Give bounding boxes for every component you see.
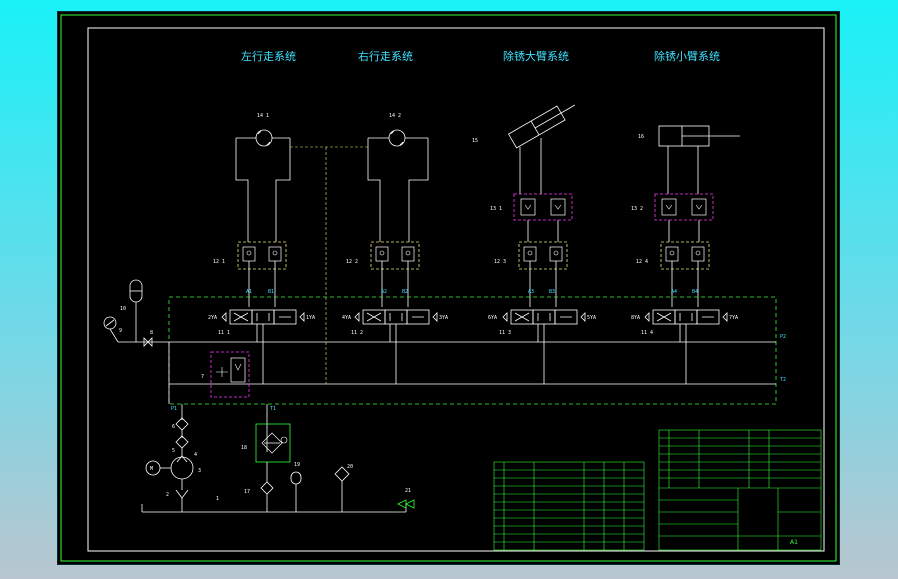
- air-filter-20: [334, 466, 350, 512]
- accumulator-10: [129, 279, 143, 342]
- label-1YA: 1YA: [306, 315, 315, 321]
- pump-4-motor: [145, 455, 194, 512]
- drawing-sheet: 左行走系统 右行走系统 除锈大臂系统 除锈小臂系统 14 1 14 2 15 1…: [58, 12, 839, 564]
- directional-valve-11-4: [644, 309, 728, 384]
- label-7YA: 7YA: [729, 315, 738, 321]
- label-19: 19: [294, 462, 300, 468]
- balance-valve-13-1: [513, 193, 573, 242]
- travel-motor-left: [235, 129, 291, 242]
- label-17: 17: [244, 489, 250, 495]
- hydraulic-schematic: 左行走系统 右行走系统 除锈大臂系统 除锈小臂系统 14 1 14 2 15 1…: [60, 14, 837, 562]
- label-16: 16: [638, 134, 644, 140]
- valve-manifold: [168, 296, 777, 405]
- label-11-1: 11 1: [218, 330, 230, 336]
- label-5: 5: [172, 448, 175, 454]
- return-filter-17: [260, 462, 274, 512]
- title-right-travel: 右行走系统: [358, 49, 413, 63]
- label-P1: P1: [171, 406, 177, 412]
- main-lines: [118, 341, 776, 452]
- label-11-4: 11 4: [641, 330, 653, 336]
- port-B1: B1: [268, 289, 274, 295]
- pressure-gauge-9: [103, 316, 119, 343]
- directional-valve-11-3: [502, 309, 586, 384]
- title-big-arm: 除锈大臂系统: [503, 49, 569, 63]
- check-valve-12-4: [660, 241, 710, 307]
- drain-valve-21: [397, 499, 415, 509]
- cooler-18: [255, 423, 291, 463]
- title-left-travel: 左行走系统: [241, 50, 296, 63]
- travel-motor-right: [367, 129, 429, 242]
- label-12-4: 12 4: [636, 259, 648, 265]
- label-11-3: 11 3: [499, 330, 511, 336]
- label-13-2: 13 2: [631, 206, 643, 212]
- label-8YA: 8YA: [631, 315, 640, 321]
- label-5YA: 5YA: [587, 315, 596, 321]
- label-M: M: [150, 466, 153, 472]
- label-15: 15: [472, 138, 478, 144]
- port-A4: A4: [671, 289, 677, 295]
- port-A3: A3: [528, 289, 534, 295]
- port-A1: A1: [246, 289, 252, 295]
- label-12-3: 12 3: [494, 259, 506, 265]
- label-6YA: 6YA: [488, 315, 497, 321]
- label-2: 2: [166, 492, 169, 498]
- label-11-2: 11 2: [351, 330, 363, 336]
- port-B3: B3: [549, 289, 555, 295]
- check-valve-12-1: [237, 241, 287, 307]
- directional-valve-11-2: [354, 309, 438, 384]
- label-4: 4: [194, 452, 197, 458]
- balance-valve-13-2: [654, 193, 714, 242]
- label-2YA: 2YA: [208, 315, 217, 321]
- label-10: 10: [120, 306, 126, 312]
- label-14-1: 14 1: [257, 113, 269, 119]
- check-valve-5: [175, 435, 189, 456]
- label-20: 20: [347, 464, 353, 470]
- label-P2: P2: [780, 334, 786, 340]
- label-4YA: 4YA: [342, 315, 351, 321]
- cylinder-15: [508, 104, 576, 194]
- check-valve-12-2: [370, 241, 420, 307]
- label-21: 21: [405, 488, 411, 494]
- cylinder-16: [658, 125, 740, 194]
- label-12-2: 12 2: [346, 259, 358, 265]
- label-T1: T1: [270, 406, 276, 412]
- outer-frame: [60, 14, 837, 562]
- directional-valve-11-1: [221, 309, 305, 384]
- port-A2: A2: [381, 289, 387, 295]
- label-14-2: 14 2: [389, 113, 401, 119]
- label-8: 8: [150, 330, 153, 336]
- relief-valve-7: [210, 351, 250, 398]
- filter-6: [175, 404, 189, 438]
- parts-list-table: [493, 461, 645, 551]
- label-13-1: 13 1: [490, 206, 502, 212]
- sheet-size: A1: [790, 539, 798, 546]
- label-T2: T2: [780, 377, 786, 383]
- stop-valve-8: [143, 337, 153, 347]
- inner-frame: [87, 27, 825, 552]
- label-9: 9: [119, 328, 122, 334]
- label-3YA: 3YA: [439, 315, 448, 321]
- level-gauge-19: [290, 471, 302, 512]
- check-valve-12-3: [518, 241, 568, 307]
- label-6: 6: [172, 424, 175, 430]
- port-B2: B2: [402, 289, 408, 295]
- label-3: 3: [198, 468, 201, 474]
- label-18: 18: [241, 445, 247, 451]
- label-1: 1: [216, 496, 219, 502]
- port-B4: B4: [692, 289, 698, 295]
- main-title-block: [658, 429, 822, 551]
- title-small-arm: 除锈小臂系统: [654, 49, 720, 63]
- label-12-1: 12 1: [213, 259, 225, 265]
- label-7: 7: [201, 374, 204, 380]
